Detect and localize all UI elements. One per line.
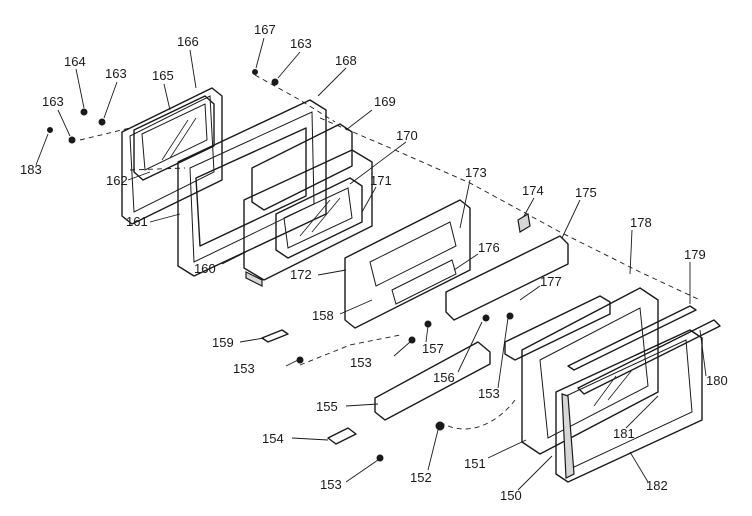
screws xyxy=(47,69,514,462)
callout-178: 178 xyxy=(630,215,652,230)
callout-163: 163 xyxy=(290,36,312,51)
part-155-handle-plate xyxy=(374,341,491,421)
callout-173: 173 xyxy=(465,165,487,180)
callout-161: 161 xyxy=(126,214,148,229)
callout-156: 156 xyxy=(433,370,455,385)
part-160-door-liner xyxy=(243,149,373,287)
callout-153: 153 xyxy=(478,386,500,401)
callout-180: 180 xyxy=(706,373,728,388)
callout-168: 168 xyxy=(335,53,357,68)
part-175-bracket xyxy=(445,235,569,321)
callout-158: 158 xyxy=(312,308,334,323)
callout-182: 182 xyxy=(646,478,668,493)
part-179-top-trim xyxy=(567,305,721,395)
callout-160: 160 xyxy=(194,261,216,276)
callout-167: 167 xyxy=(254,22,276,37)
callout-165: 165 xyxy=(152,68,174,83)
callout-154: 154 xyxy=(262,431,284,446)
callout-181: 181 xyxy=(613,426,635,441)
callout-171: 171 xyxy=(370,173,392,188)
callout-176: 176 xyxy=(478,240,500,255)
callout-159: 159 xyxy=(212,335,234,350)
callout-153: 153 xyxy=(320,477,342,492)
callout-163: 163 xyxy=(42,94,64,109)
part-159-hinge xyxy=(261,329,289,343)
part-182-outer-glass xyxy=(555,329,703,483)
callout-183: 183 xyxy=(20,162,42,177)
callout-151: 151 xyxy=(464,456,486,471)
callout-169: 169 xyxy=(374,94,396,109)
callout-177: 177 xyxy=(540,274,562,289)
callout-152: 152 xyxy=(410,470,432,485)
part-172-insulation-panel xyxy=(344,199,471,329)
part-154-hinge xyxy=(327,427,357,445)
callout-170: 170 xyxy=(396,128,418,143)
part-174-clip xyxy=(517,213,531,233)
alignment-lines xyxy=(79,74,701,430)
callout-153: 153 xyxy=(350,355,372,370)
callout-153: 153 xyxy=(233,361,255,376)
callout-163: 163 xyxy=(105,66,127,81)
part-150-outer-door-panel xyxy=(521,287,659,455)
callout-157: 157 xyxy=(422,341,444,356)
callout-175: 175 xyxy=(575,185,597,200)
callout-172: 172 xyxy=(290,267,312,282)
part-165-window-glass xyxy=(133,95,215,181)
part-177-hinge-strip xyxy=(504,295,611,361)
part-161-outer-door-frame xyxy=(121,87,223,225)
callout-150: 150 xyxy=(500,488,522,503)
leader-lines xyxy=(35,37,707,491)
callout-164: 164 xyxy=(64,54,86,69)
callout-179: 179 xyxy=(684,247,706,262)
callout-155: 155 xyxy=(316,399,338,414)
callout-174: 174 xyxy=(522,183,544,198)
callout-labels: 164 163 166 167 163 168 165 163 169 183 … xyxy=(20,22,728,503)
callout-166: 166 xyxy=(177,34,199,49)
callout-162: 162 xyxy=(106,173,128,188)
part-169-inner-panel xyxy=(251,123,353,211)
